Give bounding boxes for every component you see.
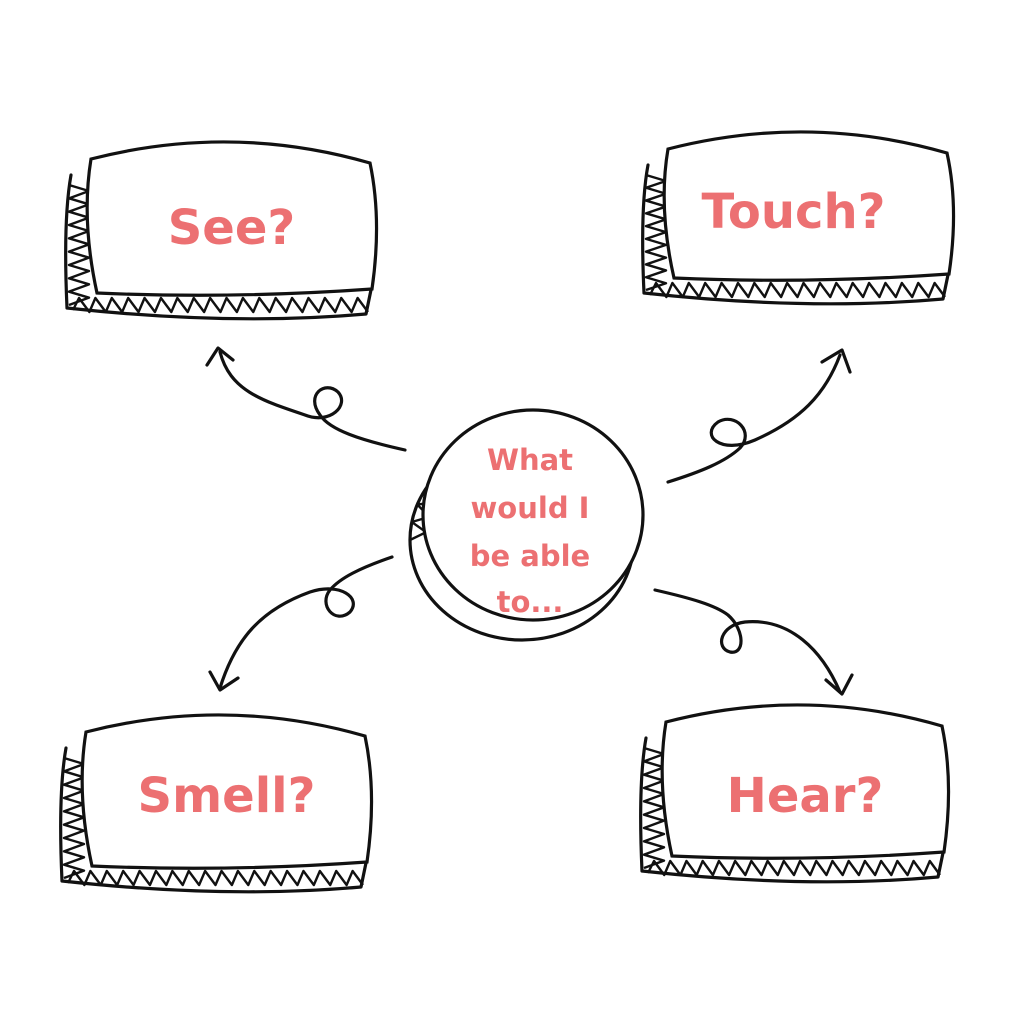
box-label-see: See? (168, 200, 296, 256)
box-smell: Smell? (59, 713, 374, 894)
center-line-2: would I (471, 491, 590, 525)
center-line-3: be able (470, 539, 590, 573)
connector-smell (208, 555, 394, 692)
box-touch: Touch? (641, 130, 956, 306)
box-label-smell: Smell? (138, 768, 316, 824)
box-label-hear: Hear? (727, 768, 884, 824)
center-line-4: to... (497, 585, 564, 619)
connector-hear (653, 588, 854, 696)
connector-touch (666, 348, 852, 484)
box-hear: Hear? (639, 703, 951, 884)
box-label-touch: Touch? (702, 184, 886, 240)
center-line-1: What (487, 443, 573, 477)
box-see: See? (64, 140, 379, 321)
center-node: What would I be able to... (408, 408, 645, 642)
connector-see (205, 346, 407, 452)
